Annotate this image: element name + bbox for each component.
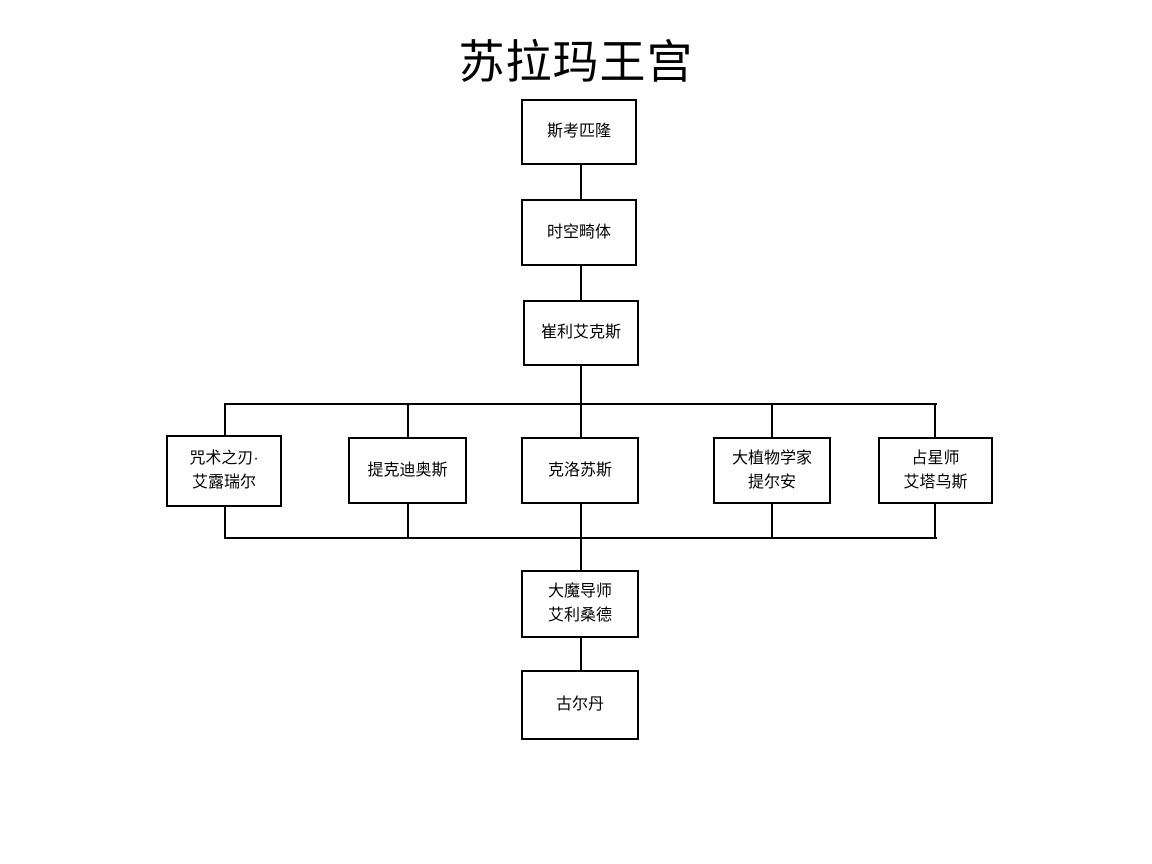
node-chronomatic-anomaly[interactable]: 时空畸体: [521, 199, 637, 266]
node-label: 克洛苏斯: [547, 461, 612, 479]
connector-bus-top-n6: [580, 403, 582, 437]
connector-n3-bus-top: [580, 366, 582, 405]
node-grand-magistrix-elisande[interactable]: 大魔导师 艾利桑德: [521, 570, 639, 638]
node-krosus[interactable]: 克洛苏斯: [521, 437, 639, 504]
node-trilliax[interactable]: 崔利艾克斯: [523, 300, 639, 366]
node-label: 古尔丹: [555, 696, 604, 713]
connector-bus-top-n5: [407, 403, 409, 437]
node-label: 提克迪奥斯: [367, 461, 448, 479]
connector-n6-bus-bottom: [580, 504, 582, 539]
connector-n5-bus-bottom: [407, 504, 409, 539]
connector-bus-top-n4: [224, 403, 226, 437]
node-label: 时空畸体: [546, 223, 611, 241]
node-label: 咒术之刃· 艾露瑞尔: [189, 450, 259, 491]
node-label: 占星师 艾塔乌斯: [903, 449, 968, 491]
connector-n1-n2: [580, 165, 582, 199]
node-star-augur-etraeus[interactable]: 占星师 艾塔乌斯: [878, 437, 993, 504]
node-label: 大植物学家 提尔安: [731, 449, 812, 491]
connector-bus-bottom-n9: [580, 537, 582, 572]
page-title: 苏拉玛王宫: [458, 36, 694, 88]
node-label: 崔利艾克斯: [540, 324, 621, 341]
node-spellblade-aluriel[interactable]: 咒术之刃· 艾露瑞尔: [166, 435, 282, 507]
node-skorpyron[interactable]: 斯考匹隆: [521, 99, 637, 165]
node-tichondrius[interactable]: 提克迪奥斯: [348, 437, 467, 504]
connector-n9-n10: [580, 638, 582, 672]
connector-n7-bus-bottom: [771, 504, 773, 539]
connector-n4-bus-bottom: [224, 506, 226, 539]
node-high-botanist-telarn[interactable]: 大植物学家 提尔安: [713, 437, 831, 504]
node-label: 大魔导师 艾利桑德: [547, 583, 612, 624]
connector-n2-n3: [580, 266, 582, 300]
connector-bus-top-n8: [934, 403, 936, 437]
node-guldan[interactable]: 古尔丹: [521, 670, 639, 740]
connector-n8-bus-bottom: [934, 504, 936, 539]
connector-bus-top-n7: [771, 403, 773, 437]
node-label: 斯考匹隆: [546, 123, 611, 140]
